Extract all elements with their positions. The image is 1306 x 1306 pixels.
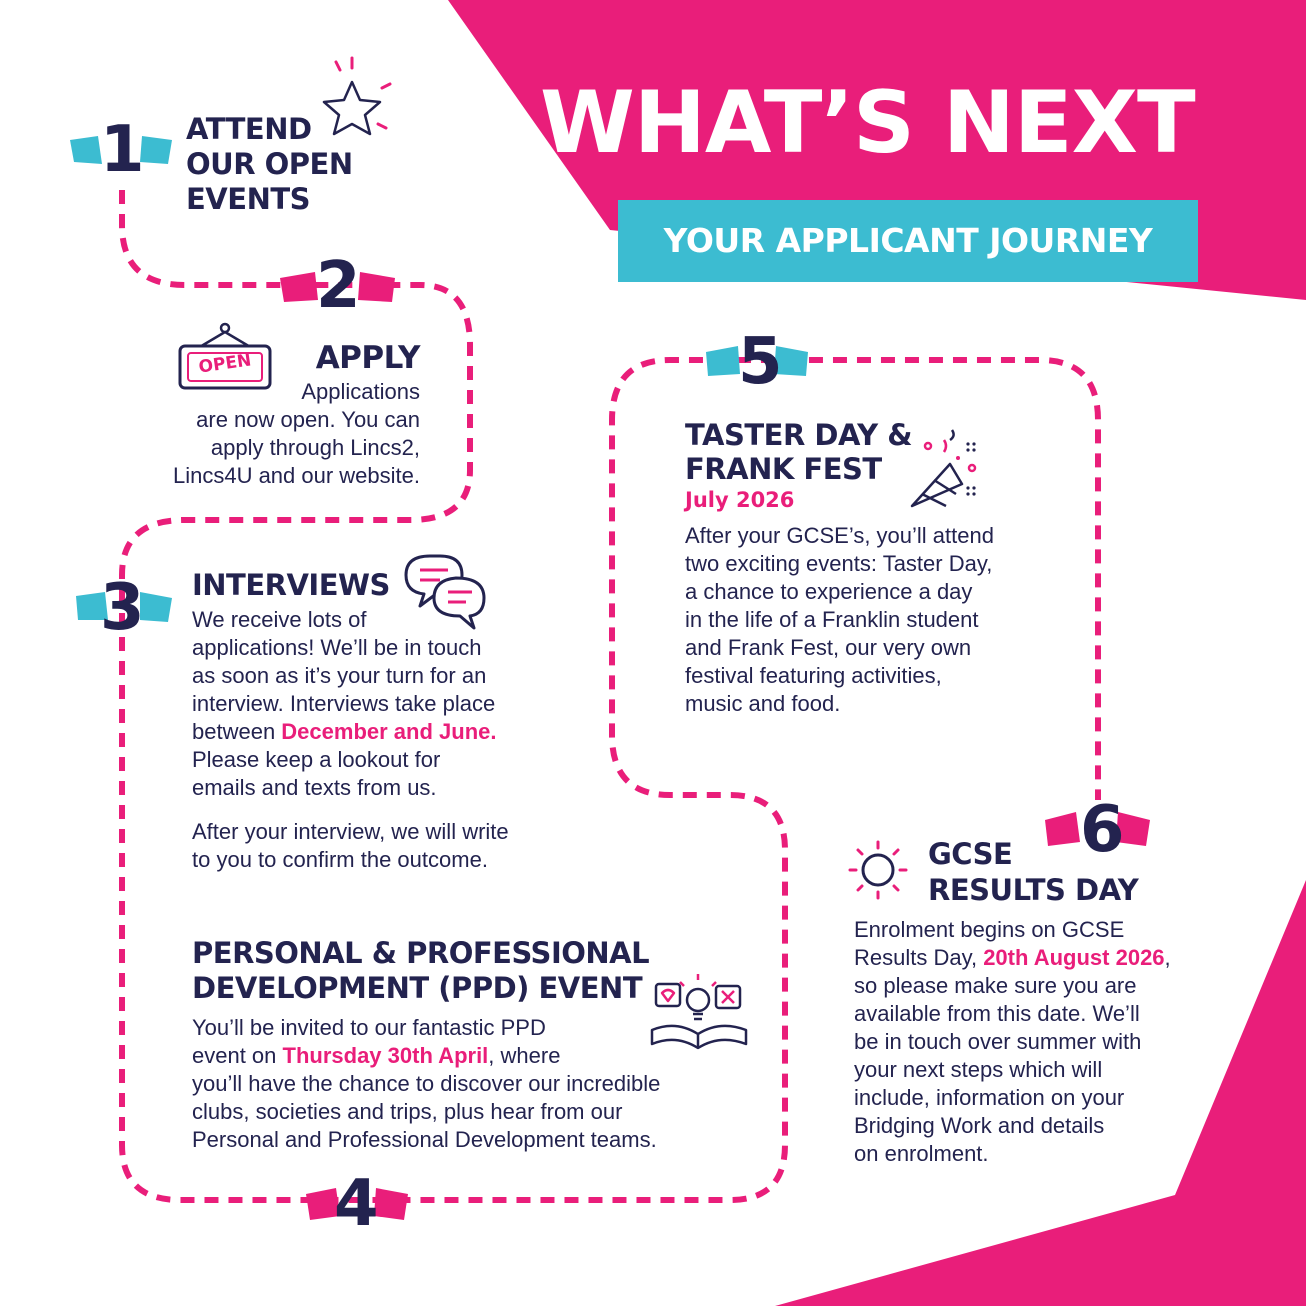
step-5-body-line: two exciting events: Taster Day,	[685, 551, 993, 576]
step-6-body-text: ,	[1164, 945, 1171, 970]
step-6-body-line: Results Day, 20th August 2026,	[854, 944, 1234, 972]
step-6-highlight: 20th August 2026	[983, 945, 1165, 970]
step-5-body-line: a chance to experience a day	[685, 579, 973, 604]
step-number-6: 6	[1080, 793, 1125, 867]
footer-pink-shape	[775, 880, 1306, 1306]
ribbon-3	[76, 592, 172, 622]
step-3-body-line: applications! We’ll be in touch	[192, 635, 482, 660]
step-4-body-line: you’ll have the chance to discover our i…	[192, 1071, 661, 1096]
journey-dashed-path	[119, 190, 1101, 1203]
step-4-title-line: DEVELOPMENT (PPD) EVENT	[192, 971, 643, 1005]
step-6-body-line: include, information on your	[854, 1085, 1125, 1110]
sun-icon	[848, 840, 908, 900]
step-number-4: 4	[334, 1167, 379, 1241]
ribbon-1	[70, 136, 172, 164]
step-6-body-line: your next steps which will	[854, 1057, 1103, 1082]
step-5-title: TASTER DAY & FRANK FEST	[685, 418, 913, 486]
step-3-body-text: between	[192, 719, 282, 744]
step-5-title-line: FRANK FEST	[685, 452, 882, 486]
step-5-date: July 2026	[685, 488, 795, 512]
step-1-title-line: OUR OPEN	[186, 147, 353, 181]
step-6-body-line: so please make sure you are	[854, 973, 1137, 998]
step-3-body-line: as soon as it’s your turn for an	[192, 663, 487, 688]
step-6-body-line: Bridging Work and details	[854, 1113, 1105, 1138]
step-3-body-line: interview. Interviews take place	[192, 691, 496, 716]
step-6-body-text: Results Day,	[854, 945, 984, 970]
step-1-title: ATTEND OUR OPEN EVENTS	[186, 112, 353, 217]
step-2-body: Applications are now open. You can apply…	[120, 378, 420, 490]
open-sign-icon	[178, 322, 272, 390]
ribbon-2	[280, 272, 395, 302]
step-5-body-line: in the life of a Franklin student	[685, 607, 979, 632]
star-icon	[322, 56, 392, 136]
step-4-body-line: You’ll be invited to our fantastic PPD	[192, 1015, 546, 1040]
step-5-body: After your GCSE’s, you’ll attend two exc…	[685, 522, 1065, 718]
step-number-1: 1	[100, 113, 145, 187]
ribbon-6	[1045, 812, 1150, 846]
step-4-title-line: PERSONAL & PROFESSIONAL	[192, 936, 650, 970]
step-4-body-line: event on Thursday 30th April, where	[192, 1042, 772, 1070]
step-4-body: You’ll be invited to our fantastic PPD e…	[192, 1014, 772, 1154]
step-3-title: INTERVIEWS	[192, 568, 390, 602]
step-number-5: 5	[738, 325, 783, 399]
step-5-body-line: and Frank Fest, our very own	[685, 635, 972, 660]
step-3-body-2: After your interview, we will write to y…	[192, 818, 592, 874]
step-6-title-line-2: RESULTS DAY	[928, 873, 1139, 907]
ribbon-4	[306, 1188, 408, 1220]
step-5-body-line: After your GCSE’s, you’ll attend	[685, 523, 994, 548]
party-popper-icon	[910, 429, 977, 508]
step-3-body2-line: After your interview, we will write	[192, 819, 509, 844]
step-4-title: PERSONAL & PROFESSIONAL DEVELOPMENT (PPD…	[192, 936, 650, 1006]
step-3-body-line: emails and texts from us.	[192, 775, 437, 800]
page-subtitle: YOUR APPLICANT JOURNEY	[618, 200, 1198, 282]
step-1-title-line: ATTEND	[186, 112, 312, 146]
step-3-body-line: We receive lots of	[192, 607, 367, 632]
step-3-body-line: between December and June.	[192, 718, 592, 746]
step-3-body2-line: to you to confirm the outcome.	[192, 847, 488, 872]
step-4-body-line: Personal and Professional Development te…	[192, 1127, 657, 1152]
step-3-body: We receive lots of applications! We’ll b…	[192, 606, 592, 802]
step-3-body-line: Please keep a lookout for	[192, 747, 441, 772]
page-title: WHAT’S NEXT	[540, 73, 1196, 173]
ideas-book-icon	[650, 974, 748, 1050]
step-2-body-line: Applications	[301, 379, 420, 404]
step-5-body-line: music and food.	[685, 691, 841, 716]
step-1-title-line: EVENTS	[186, 182, 311, 216]
step-number-3: 3	[100, 571, 145, 645]
step-5-body-line: festival featuring activities,	[685, 663, 942, 688]
step-2-body-line: apply through Lincs2,	[210, 435, 420, 460]
step-6-body-line: Enrolment begins on GCSE	[854, 917, 1125, 942]
step-4-body-line: clubs, societies and trips, plus hear fr…	[192, 1099, 623, 1124]
step-2-body-line: Lincs4U and our website.	[172, 463, 420, 488]
step-4-body-text: , where	[488, 1043, 561, 1068]
step-5-title-line: TASTER DAY &	[685, 418, 913, 452]
ribbon-5	[706, 346, 808, 376]
chat-bubbles-icon	[404, 554, 486, 630]
step-6-body-line: available from this date. We’ll	[854, 1001, 1140, 1026]
step-6-title-line-1: GCSE	[928, 837, 1013, 871]
step-4-body-text: event on	[192, 1043, 283, 1068]
step-2-body-line: are now open. You can	[196, 407, 420, 432]
step-6-body: Enrolment begins on GCSE Results Day, 20…	[854, 916, 1234, 1168]
step-number-2: 2	[316, 249, 361, 323]
step-4-highlight: Thursday 30th April	[282, 1043, 489, 1068]
step-2-title: APPLY	[315, 340, 421, 376]
step-3-highlight: December and June.	[281, 719, 497, 744]
step-6-body-line: on enrolment.	[854, 1141, 989, 1166]
step-6-body-line: be in touch over summer with	[854, 1029, 1142, 1054]
